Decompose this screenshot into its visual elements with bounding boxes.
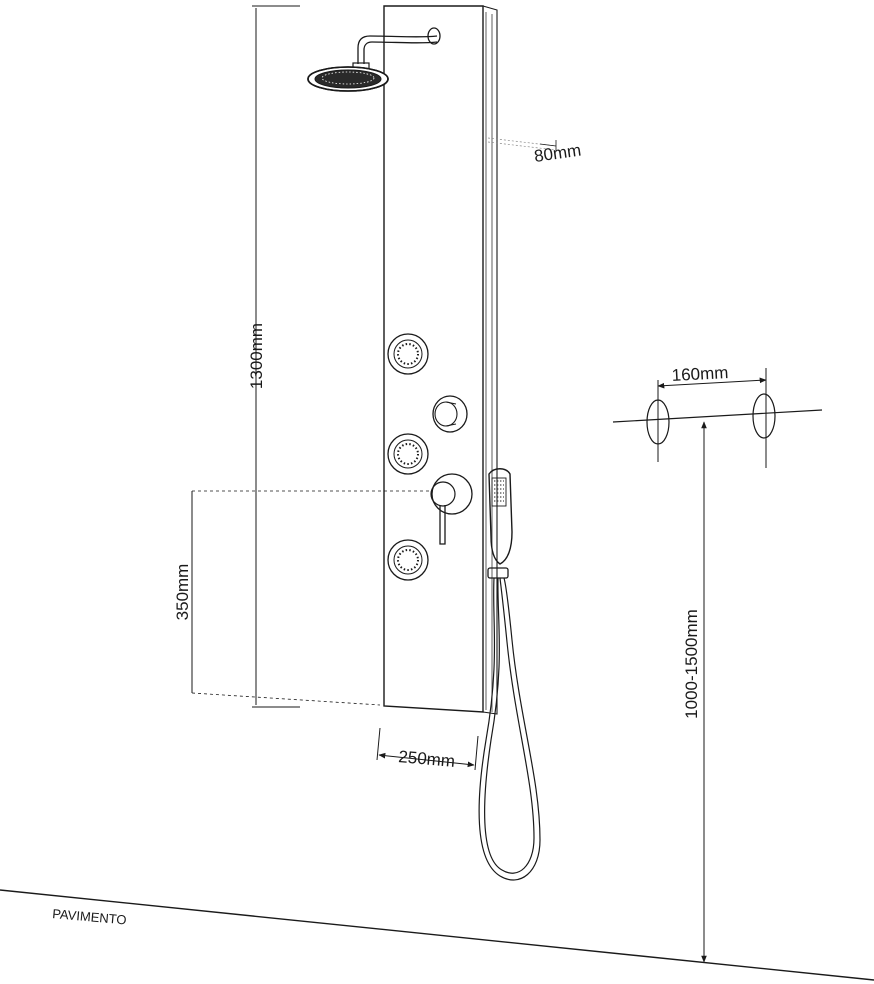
wall-reference-line	[612, 409, 823, 423]
dimension-panel-width: 250mm	[376, 727, 479, 771]
shower-hose	[478, 577, 541, 881]
mixer-valve	[430, 473, 473, 545]
shower-arm-inner	[363, 41, 438, 64]
floor-label: PAVIMENTO	[52, 906, 127, 927]
hand-shower-holder	[487, 567, 509, 579]
dimension-mount-height: 1000-1500mm	[682, 421, 707, 963]
hand-shower-body	[488, 468, 513, 565]
wall-inlets: 160mm	[612, 363, 823, 468]
inlet-right	[752, 393, 776, 439]
dimension-total-height: 1300mm	[247, 5, 300, 708]
body-jet-top	[387, 333, 429, 375]
wall-flange	[427, 27, 441, 45]
shower-head-nozzles	[314, 69, 382, 89]
mixer-lever	[439, 505, 446, 545]
shower-arm	[357, 35, 438, 64]
floor-line	[0, 889, 874, 981]
rain-shower-head	[307, 27, 441, 92]
body-jet-bottom	[387, 539, 429, 581]
dimension-label-total-height: 1300mm	[247, 323, 266, 389]
floor: PAVIMENTO	[0, 889, 874, 981]
dimension-label-mixer-height: 350mm	[173, 564, 192, 621]
dimension-mixer-height: 350mm	[173, 490, 430, 706]
panel-side	[482, 5, 498, 715]
diverter-knob	[432, 395, 468, 433]
hand-shower	[478, 468, 541, 881]
body-jet-middle	[387, 433, 429, 475]
dimension-label-mount-height: 1000-1500mm	[682, 609, 701, 719]
dimension-depth: 80mm	[487, 137, 582, 166]
shower-panel	[383, 5, 498, 715]
dimension-label-panel-width: 250mm	[398, 747, 456, 771]
nozzle-ring	[321, 71, 375, 85]
dimension-label-inlet-spacing: 160mm	[671, 363, 729, 385]
